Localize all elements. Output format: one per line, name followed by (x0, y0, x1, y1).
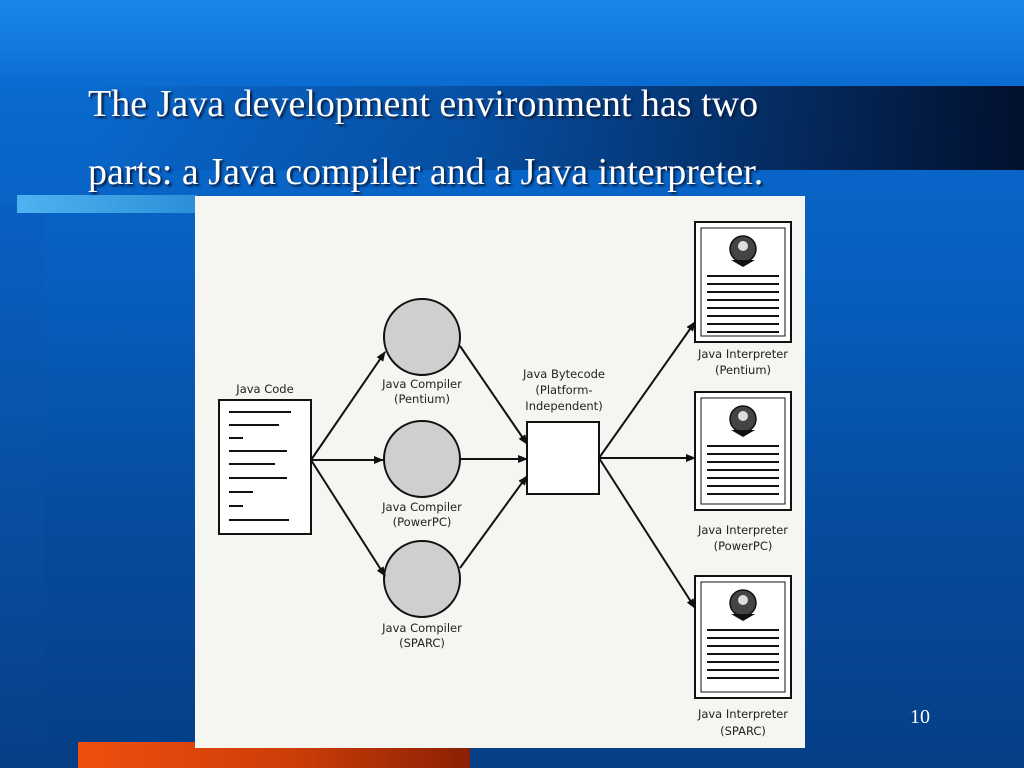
diagram-svg: Java Code Java Compiler (Pentium) Java C (218, 221, 792, 738)
compiler-pentium-circle (383, 298, 461, 376)
interpreter-pentium-label: Java Interpreter (697, 347, 788, 361)
accent-bar (17, 195, 197, 213)
java-code-node: Java Code (218, 382, 312, 535)
arrow-code-to-compiler-pentium (310, 351, 386, 461)
code-document-icon (218, 399, 312, 535)
compiler-sparc-label: Java Compiler (381, 621, 462, 635)
slide-number: 10 (910, 706, 930, 728)
interpreter-sparc-platform: (SPARC) (720, 724, 766, 738)
title-line-1: The Java development environment has two (88, 83, 759, 125)
arrow-compiler-pentium-to-bytecode (459, 345, 528, 445)
title-line-2: parts: a Java compiler and a Java interp… (88, 151, 764, 193)
compiler-powerpc-label: Java Compiler (381, 500, 462, 514)
bytecode-box (526, 421, 600, 495)
interpreter-pentium-node: Java Interpreter (Pentium) (694, 221, 792, 377)
duke-icon (729, 589, 757, 621)
interpreter-pentium-platform: (Pentium) (715, 363, 771, 377)
compiler-pentium-node: Java Compiler (Pentium) (381, 298, 462, 406)
interpreter-powerpc-label: Java Interpreter (697, 523, 788, 537)
compiler-powerpc-circle (383, 420, 461, 498)
bytecode-platform: (Platform- (535, 383, 592, 397)
interpreter-sparc-label: Java Interpreter (697, 707, 788, 721)
top-glow (0, 0, 1024, 90)
compilation-diagram: Java Code Java Compiler (Pentium) Java C (195, 196, 805, 748)
bytecode-independent: Independent) (525, 399, 602, 413)
arrow-code-to-compiler-sparc (310, 459, 386, 577)
arrow-compiler-sparc-to-bytecode (459, 475, 528, 569)
code-lines (229, 411, 291, 521)
bytecode-node: Java Bytecode (Platform- Independent) (522, 367, 605, 495)
interpreter-sparc-node: Java Interpreter (SPARC) (694, 575, 792, 738)
duke-icon (729, 235, 757, 267)
compiler-powerpc-platform: (PowerPC) (393, 515, 452, 529)
compiler-pentium-platform: (Pentium) (394, 392, 450, 406)
interpreter-powerpc-platform: (PowerPC) (714, 539, 773, 553)
compiler-sparc-node: Java Compiler (SPARC) (381, 540, 462, 650)
arrow-bytecode-to-interpreter-pentium (598, 321, 696, 459)
java-code-label: Java Code (235, 382, 293, 396)
left-stripe (0, 205, 44, 768)
flow-arrows (310, 321, 696, 609)
compiler-pentium-label: Java Compiler (381, 377, 462, 391)
compiler-sparc-platform: (SPARC) (399, 636, 445, 650)
compiler-powerpc-node: Java Compiler (PowerPC) (381, 420, 462, 529)
compiler-sparc-circle (383, 540, 461, 618)
slide-title: The Java development environment has two… (88, 70, 968, 206)
arrow-bytecode-to-interpreter-sparc (598, 457, 696, 609)
bytecode-label: Java Bytecode (522, 367, 605, 381)
duke-icon (729, 405, 757, 437)
title-band (84, 86, 1024, 170)
interpreter-powerpc-node: Java Interpreter (PowerPC) (694, 391, 792, 553)
